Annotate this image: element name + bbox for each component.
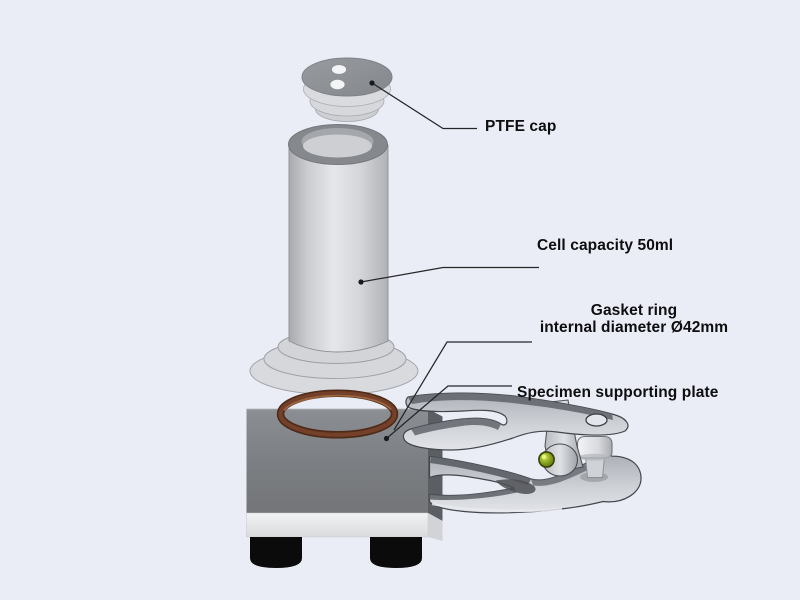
leader-ptfe-cap [371, 82, 477, 130]
clamp-upper-arm-prong-face [411, 418, 501, 436]
toggle-clamp [402, 392, 642, 514]
clamp-knob-cap-bottom-lip [577, 453, 612, 461]
clamp-lower-arm-bottom-highlight [431, 502, 563, 513]
cap-top-face [301, 57, 393, 97]
ptfe-cap [301, 57, 393, 122]
clamp-pivot-pin-green [538, 451, 555, 468]
label-gasket-ring-line2: internal diameter Ø42mm [539, 319, 729, 336]
label-gasket-ring: Gasket ring internal diameter Ø42mm [532, 302, 736, 336]
leader-dots [358, 80, 390, 442]
label-cell-capacity: Cell capacity 50ml [537, 237, 674, 254]
leader-dot-ptfe-cap [369, 80, 375, 86]
plate-foot-right [370, 537, 422, 568]
label-ptfe-cap: PTFE cap [485, 118, 557, 135]
leader-specimen-plate [386, 385, 512, 439]
leader-dot-cell-capacity [358, 279, 364, 285]
plate-body [246, 409, 428, 513]
cylinder-opening [303, 134, 372, 158]
cap-hole-lower [329, 78, 347, 91]
clamp-pivot-pin-glint [541, 454, 547, 459]
gasket-ring-highlight [283, 394, 392, 412]
leader-lines [360, 82, 539, 439]
clamp-lower-arm-top-face [430, 456, 531, 485]
label-gasket-ring-line1: Gasket ring [590, 302, 678, 319]
plate-bottom-strip-right [428, 513, 443, 541]
gasket-ring-body [278, 391, 397, 437]
clamp-lower-arm-prong-face [429, 488, 517, 501]
cap-hole-upper [330, 63, 348, 76]
clamp-upper-arm-top-face [408, 393, 613, 420]
leader-cell-capacity [360, 266, 539, 283]
clamp-upper-arm-hole [585, 413, 608, 427]
clamp-lower-arm-throat-shadow [496, 479, 536, 495]
test-cell-cylinder [249, 124, 419, 395]
plate-bottom-strip [246, 512, 429, 538]
leader-gasket-ring [393, 341, 532, 431]
cylinder-tube-body [288, 144, 389, 353]
gasket-ring [276, 389, 399, 439]
leader-dot-specimen-plate [383, 435, 390, 442]
plate-foot-left [250, 537, 302, 568]
label-specimen-plate: Specimen supporting plate [517, 384, 719, 401]
